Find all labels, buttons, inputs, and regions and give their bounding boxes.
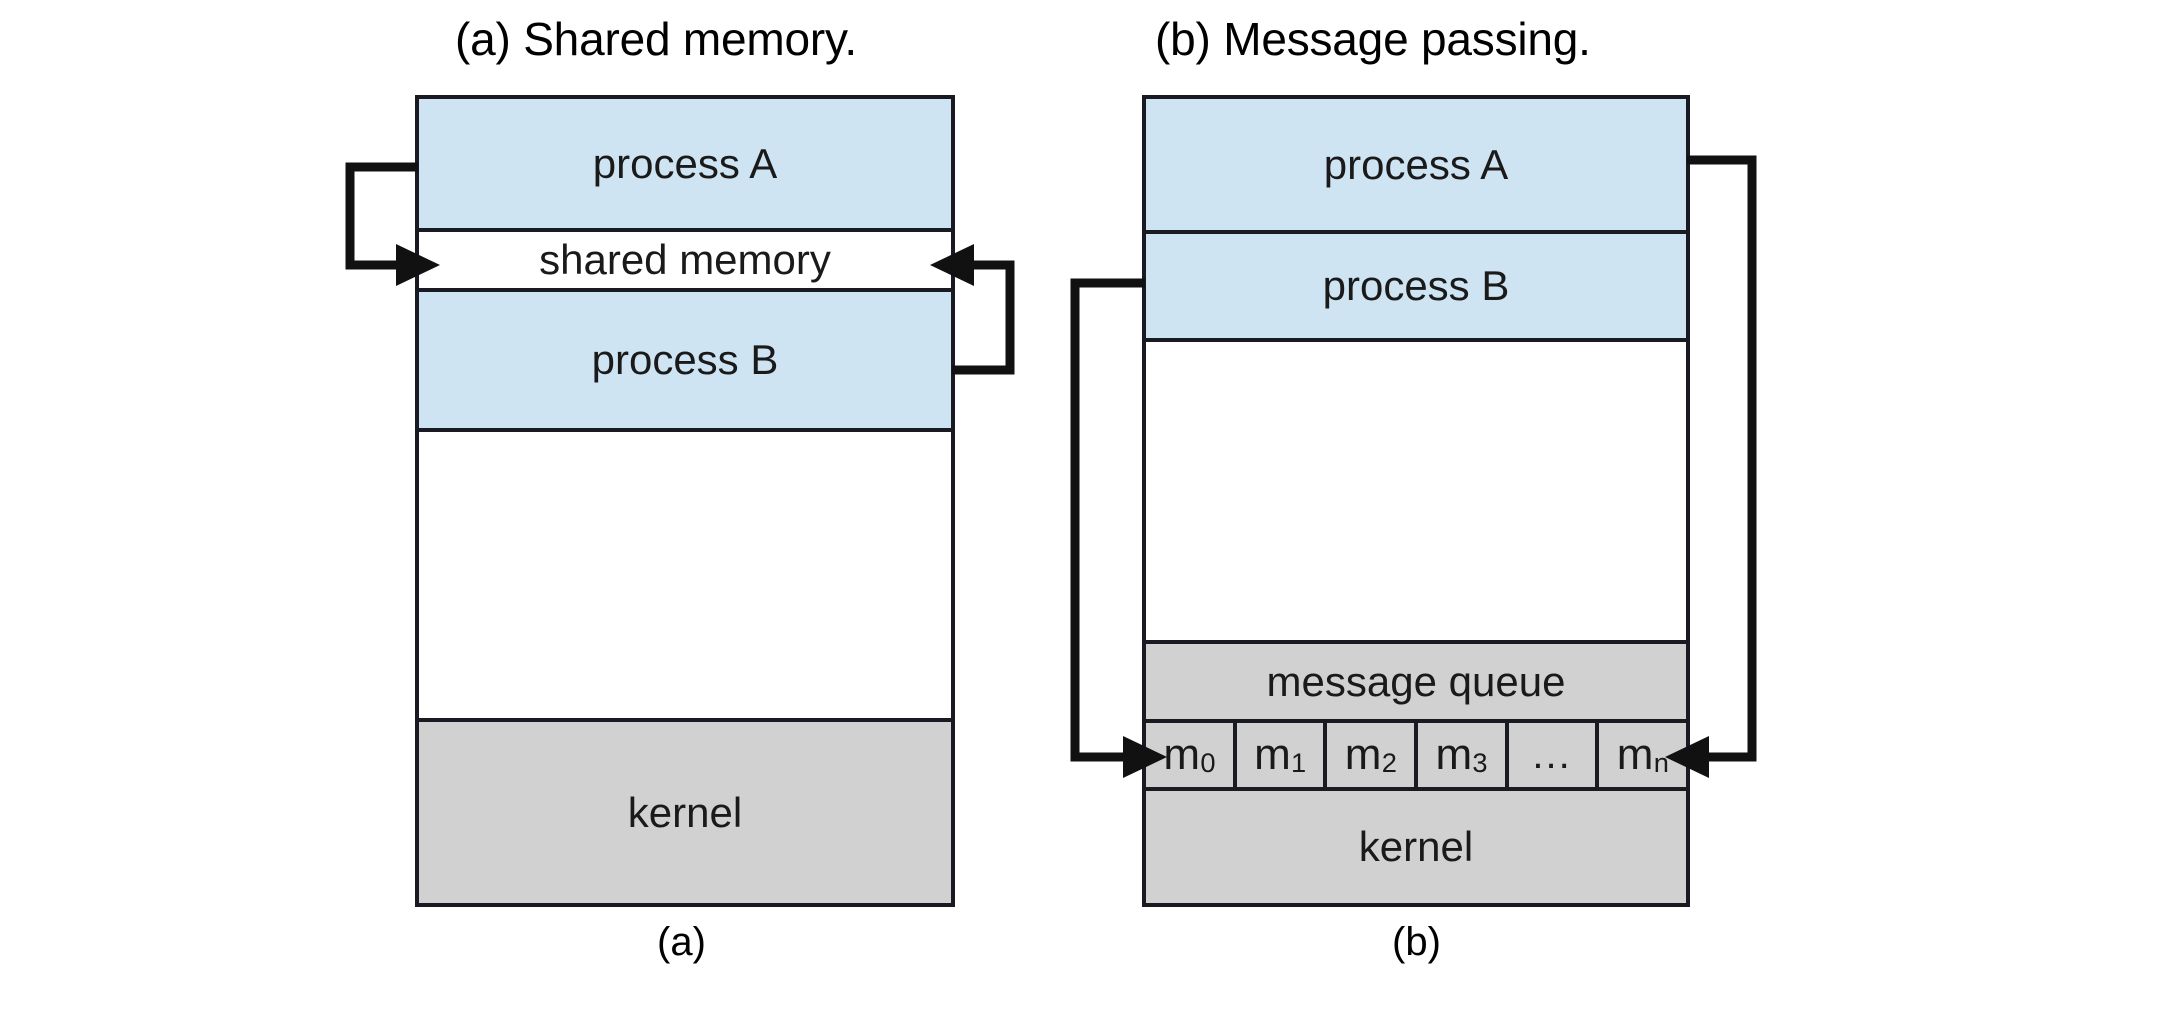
message-cell-base: m — [1344, 730, 1382, 779]
band-free-space-b — [1146, 338, 1686, 640]
band-kernel-b: kernel — [1146, 791, 1686, 903]
figure-b-title: (b) Message passing. — [1155, 13, 1591, 65]
band-shared-memory: shared memory — [419, 228, 951, 292]
message-cell-base: m — [1254, 730, 1291, 779]
message-cell-base: m — [1616, 730, 1654, 779]
shared-memory-diagram: process A shared memory process B kernel — [415, 95, 955, 907]
band-process-a: process A — [419, 99, 951, 228]
figure-a-title: (a) Shared memory. — [455, 13, 857, 65]
message-cell-sub: n — [1653, 746, 1669, 778]
message-cell-sub: 3 — [1472, 746, 1488, 778]
message-cell-base: m — [1163, 730, 1201, 779]
band-message-queue-title: message queue — [1146, 640, 1686, 719]
band-process-a-b: process A — [1146, 99, 1686, 230]
band-free-space-a — [419, 428, 951, 718]
message-cell-sub: 0 — [1200, 746, 1216, 778]
message-cell-base: ... — [1532, 732, 1572, 777]
band-kernel-a: kernel — [419, 718, 951, 903]
message-cell-ellipsis: ... — [1509, 723, 1600, 787]
message-cell-sub: 1 — [1291, 746, 1307, 778]
figure-b-caption: (b) — [1392, 920, 1441, 964]
message-cell-sub: 2 — [1381, 746, 1397, 778]
band-process-b-b: process B — [1146, 230, 1686, 338]
message-cell-base: m — [1435, 730, 1473, 779]
figure-a-caption: (a) — [657, 920, 706, 964]
band-process-b: process B — [419, 292, 951, 428]
